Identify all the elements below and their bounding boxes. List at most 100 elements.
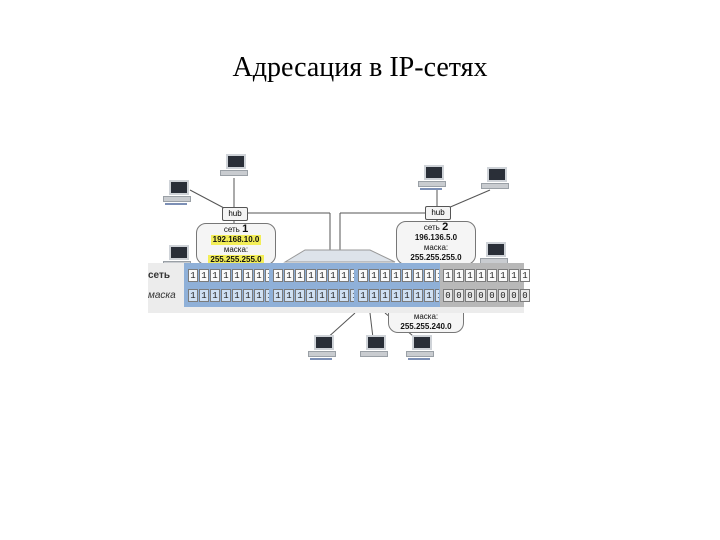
network-2-bubble: сеть 2 196.136.5.0 маска: 255.255.255.0 xyxy=(396,221,476,265)
network-bit: 1 xyxy=(402,269,412,282)
mask-bit: 0 xyxy=(487,289,497,302)
network-bit: 1 xyxy=(413,269,423,282)
page-title: Адресация в IP-сетях xyxy=(232,52,488,83)
computer-icon xyxy=(480,240,510,268)
network-bit: 1 xyxy=(221,269,231,282)
network-3-bubble: маска: 255.255.240.0 xyxy=(388,312,464,333)
hub-1: hub xyxy=(222,207,248,221)
network-1-number: 1 xyxy=(242,223,249,235)
mask-bit: 1 xyxy=(221,289,231,302)
mask-bit: 1 xyxy=(328,289,338,302)
network-bit: 1 xyxy=(284,269,294,282)
router-shape xyxy=(283,249,396,263)
network-bit: 1 xyxy=(476,269,486,282)
network-1-bubble: сеть 1 192.168.10.0 маска: 255.255.255.0 xyxy=(196,223,276,265)
mask-bit: 1 xyxy=(317,289,327,302)
network-bit: 1 xyxy=(454,269,464,282)
network-bit: 1 xyxy=(328,269,338,282)
network-bit: 1 xyxy=(273,269,283,282)
mask-bit: 1 xyxy=(210,289,220,302)
mask-bit: 1 xyxy=(284,289,294,302)
network-bit: 1 xyxy=(317,269,327,282)
network-bit: 1 xyxy=(509,269,519,282)
mask-bit: 0 xyxy=(520,289,530,302)
network-2-number: 2 xyxy=(442,221,449,233)
computer-icon xyxy=(481,165,511,193)
network-bit: 1 xyxy=(424,269,434,282)
network-bit: 1 xyxy=(295,269,305,282)
mask-bit: 1 xyxy=(424,289,434,302)
network-bit: 1 xyxy=(380,269,390,282)
mask-bit: 1 xyxy=(369,289,379,302)
network-3-mask-label: маска: xyxy=(413,312,439,321)
mask-bit: 0 xyxy=(476,289,486,302)
mask-bit: 1 xyxy=(306,289,316,302)
network-bit: 1 xyxy=(232,269,242,282)
network-bit: 1 xyxy=(210,269,220,282)
mask-bit: 0 xyxy=(498,289,508,302)
network-bit: 1 xyxy=(358,269,368,282)
network-bit: 1 xyxy=(498,269,508,282)
network-2-mask-label: маска: xyxy=(423,243,449,252)
network-bit: 1 xyxy=(520,269,530,282)
network-bit: 1 xyxy=(487,269,497,282)
network-bit: 1 xyxy=(254,269,264,282)
mask-bit: 1 xyxy=(199,289,209,302)
computer-icon xyxy=(360,333,390,361)
network-1-word: сеть xyxy=(223,225,240,234)
mask-bit: 1 xyxy=(273,289,283,302)
mask-bit: 1 xyxy=(413,289,423,302)
network-2-word: сеть xyxy=(423,223,440,232)
mask-bit: 1 xyxy=(358,289,368,302)
mask-bit: 1 xyxy=(188,289,198,302)
network-2-mask: 255.255.255.0 xyxy=(410,253,462,262)
computer-icon xyxy=(418,163,448,191)
mask-bit: 1 xyxy=(254,289,264,302)
mask-bit: 0 xyxy=(509,289,519,302)
mask-bit: 1 xyxy=(232,289,242,302)
row-label-network: сеть xyxy=(148,270,171,281)
network-bit: 1 xyxy=(369,269,379,282)
computer-icon xyxy=(406,333,436,361)
computer-icon xyxy=(308,333,338,361)
network-bit: 1 xyxy=(339,269,349,282)
mask-bit: 0 xyxy=(443,289,453,302)
network-2-address: 196.136.5.0 xyxy=(414,233,458,242)
mask-bit: 1 xyxy=(391,289,401,302)
network-3-mask: 255.255.240.0 xyxy=(400,322,452,331)
mask-bit: 0 xyxy=(465,289,475,302)
network-bit: 1 xyxy=(465,269,475,282)
mask-bit: 1 xyxy=(339,289,349,302)
row-label-mask: маска xyxy=(148,290,176,301)
mask-bit: 1 xyxy=(295,289,305,302)
network-bit: 1 xyxy=(443,269,453,282)
network-bit: 1 xyxy=(188,269,198,282)
network-1-address: 192.168.10.0 xyxy=(210,235,262,245)
mask-bit: 1 xyxy=(402,289,412,302)
mask-bit: 1 xyxy=(380,289,390,302)
network-bit: 1 xyxy=(243,269,253,282)
network-1-mask-label: маска: xyxy=(223,245,249,254)
hub-2: hub xyxy=(425,206,451,220)
computer-icon xyxy=(163,178,193,206)
network-bit: 1 xyxy=(391,269,401,282)
network-1-mask: 255.255.255.0 xyxy=(208,255,264,265)
mask-bit: 0 xyxy=(454,289,464,302)
network-bit: 1 xyxy=(306,269,316,282)
computer-icon xyxy=(220,152,250,180)
network-bit: 1 xyxy=(199,269,209,282)
mask-bit: 1 xyxy=(243,289,253,302)
